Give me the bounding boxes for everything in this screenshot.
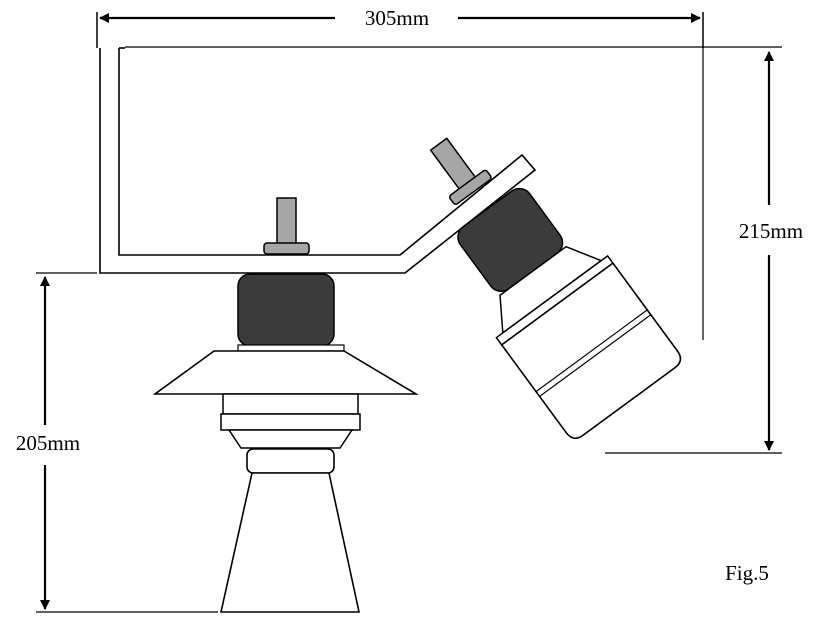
mounting-bracket: [99, 46, 708, 340]
vertical-nut: [263, 242, 310, 255]
horn-cone: [220, 472, 360, 613]
angled-nut: [449, 169, 492, 205]
width-label: 305mm: [365, 6, 429, 30]
sun-shield: [152, 350, 419, 395]
sensor-height-dimension: 205mm: [16, 272, 218, 613]
width-dimension: 305mm: [96, 6, 704, 48]
vertical-housing: [237, 273, 335, 347]
angled-body-seam-2: [539, 314, 652, 397]
body-taper: [227, 429, 354, 449]
threaded-body-lower: [220, 413, 361, 431]
angled-sensor: [429, 137, 682, 440]
angled-body-seam: [535, 309, 648, 393]
bracket-outline: [99, 48, 537, 274]
vertical-sensor: [152, 197, 419, 613]
threaded-body-upper: [222, 393, 359, 415]
figure-label: Fig.5: [725, 561, 769, 585]
horn-ring: [246, 448, 335, 474]
sensor-height-label: 205mm: [16, 431, 80, 455]
vertical-collar: [237, 344, 345, 352]
bracket-height-label: 215mm: [739, 219, 803, 243]
bracket-height-dimension: 215mm: [605, 46, 803, 454]
vertical-stud: [276, 197, 297, 245]
